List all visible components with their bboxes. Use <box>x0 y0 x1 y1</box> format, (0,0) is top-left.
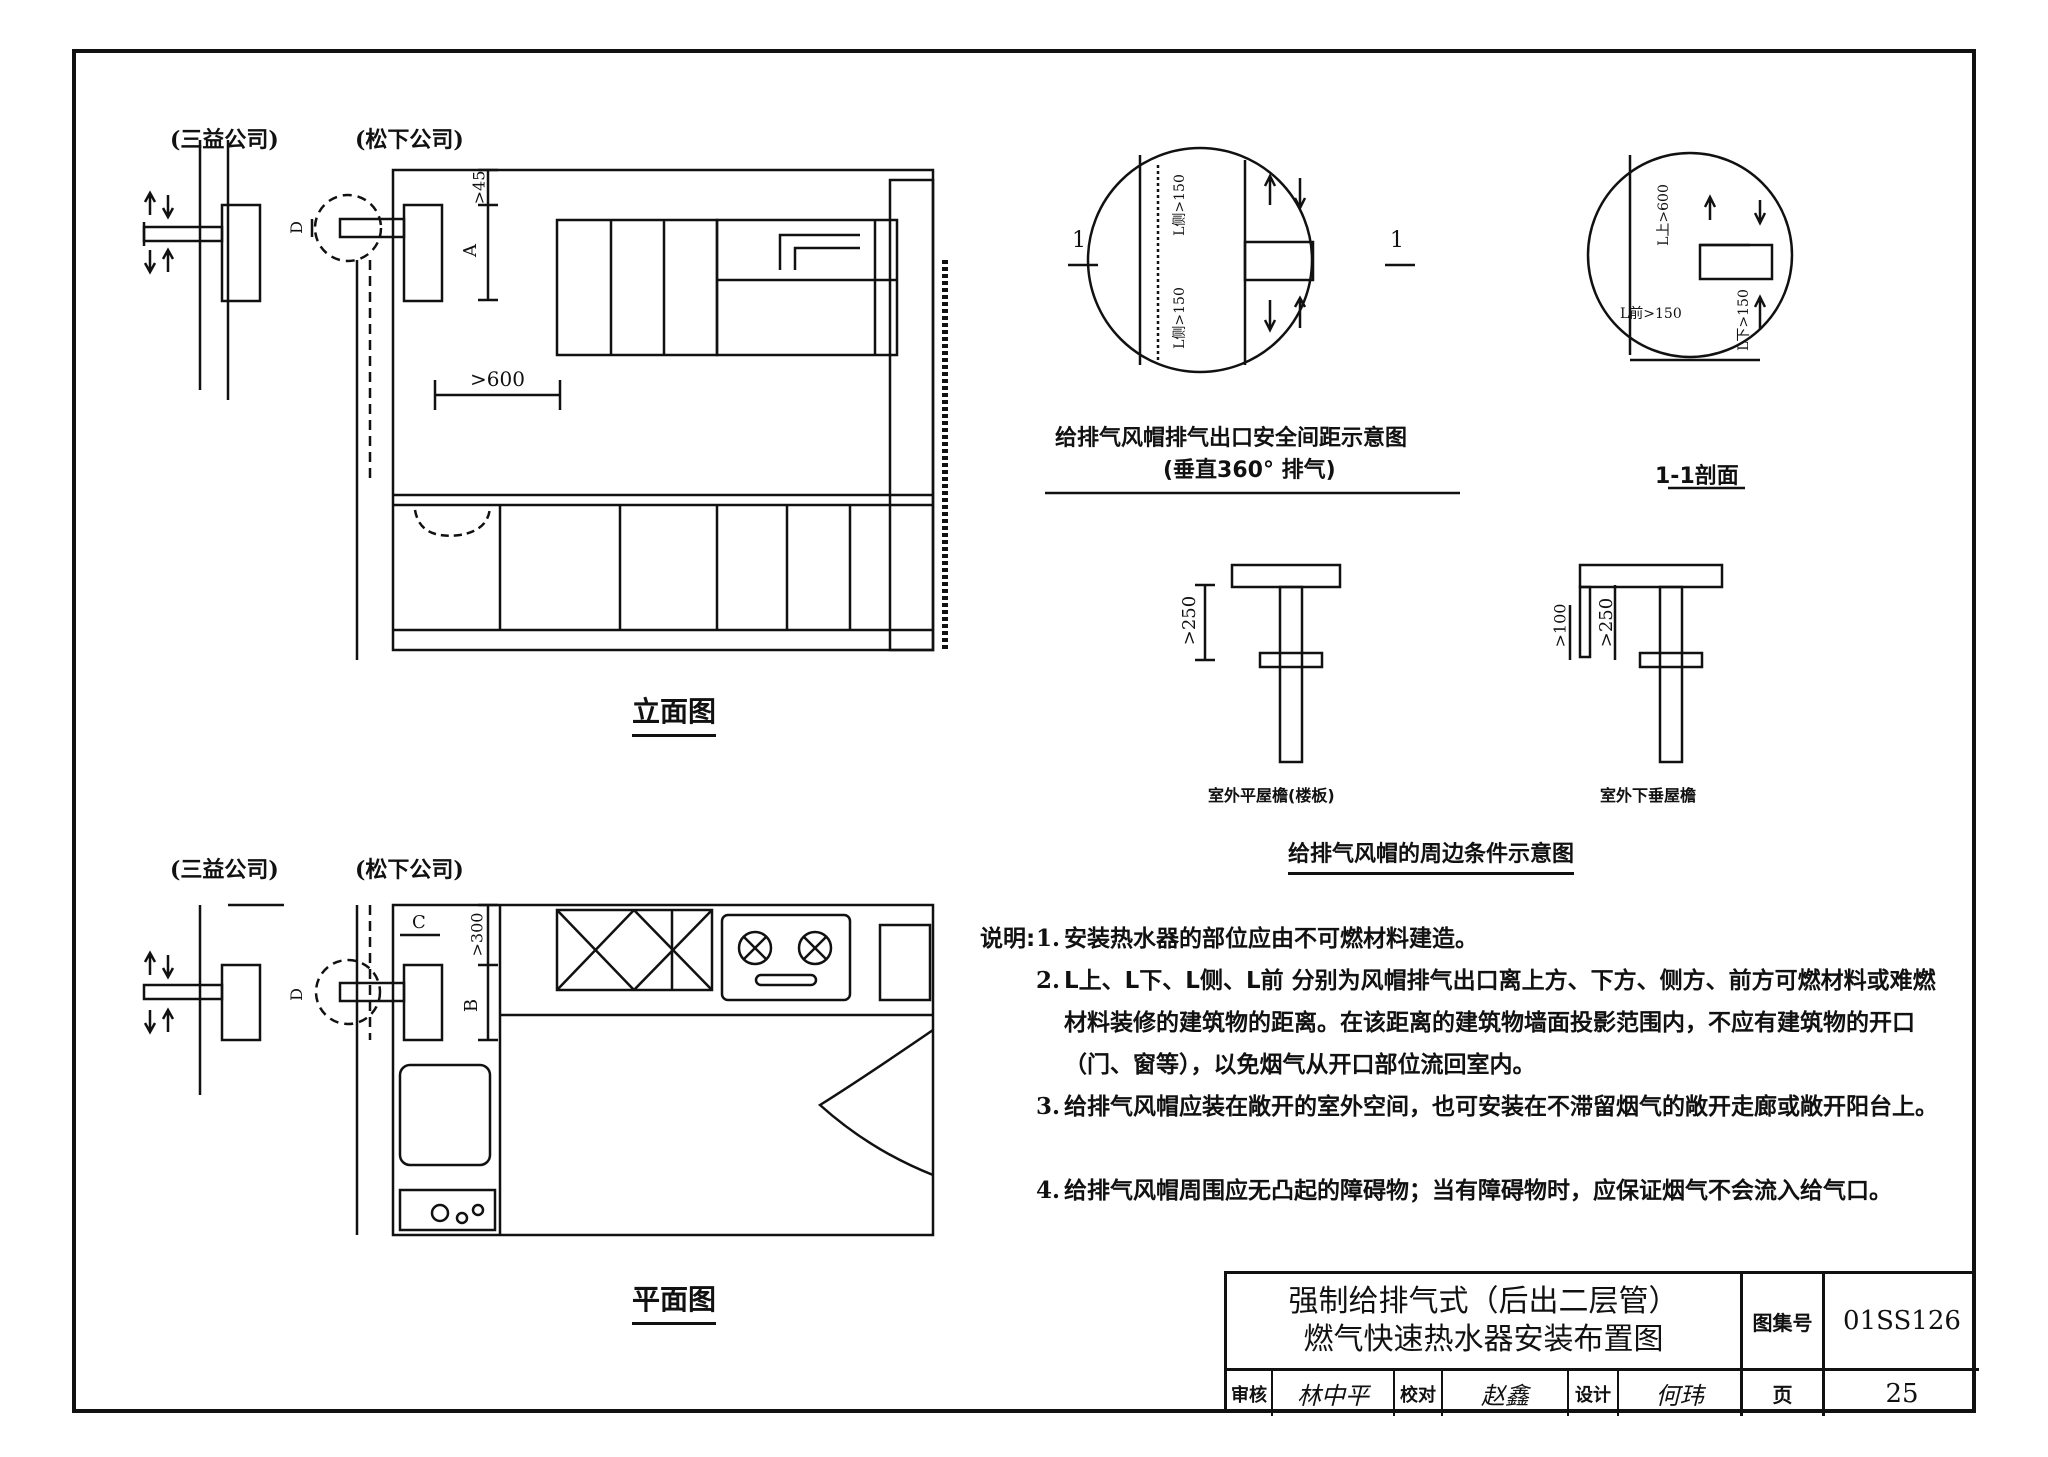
elevation-title: 立面图 <box>632 690 717 737</box>
section-vent-outlet <box>1698 243 1774 281</box>
panasonic-heater-unit <box>402 203 444 303</box>
note-item: 2. L上、L下、L侧、L前 分别为风帽排气出口离上方、下方、侧方、前方可燃材料… <box>1036 960 1944 1086</box>
drawing-frame <box>72 49 1976 1413</box>
design-label: 设计 <box>1569 1371 1619 1416</box>
notes-heading: 说明: <box>980 926 1036 952</box>
range-hood <box>715 218 899 357</box>
note-text: 安装热水器的部位应由不可燃材料建造。 <box>1064 926 1478 952</box>
drawing-title-line2: 燃气快速热水器安装布置图 <box>1303 1322 1664 1357</box>
drawing-title-cell: 强制给排气式（后出二层管） 燃气快速热水器安装布置图 <box>1227 1274 1743 1371</box>
review-signature: 林中平 <box>1273 1371 1395 1416</box>
safety-title-line1: 给排气风帽排气出口安全间距示意图 <box>1055 426 1408 451</box>
note-text: 给排气风帽周围应无凸起的障碍物；当有障碍物时，应保证烟气不会流入给气口。 <box>1064 1178 1892 1204</box>
note-number: 4. <box>1036 1177 1061 1204</box>
plan-brand-panasonic: (松下公司) <box>355 857 464 883</box>
design-signature: 何玮 <box>1619 1371 1743 1416</box>
atlas-label: 图集号 <box>1743 1274 1825 1371</box>
elevation-dim-600: >600 <box>470 367 525 391</box>
plan-cooktop <box>398 1188 497 1232</box>
elevation-brand-sanyi: (三益公司) <box>170 127 279 153</box>
flat-eave-caption: 室外平屋檐(楼板) <box>1208 786 1335 805</box>
plan-panasonic-heater <box>402 963 444 1042</box>
plan-brand-sanyi: (三益公司) <box>170 857 279 883</box>
section-mark-right: 1 <box>1390 228 1404 253</box>
hanging-eave-slab <box>1578 563 1724 589</box>
note-text: L上、L下、L侧、L前 分别为风帽排气出口离上方、下方、侧方、前方可燃材料或难燃… <box>1064 968 1936 1078</box>
check-label: 校对 <box>1395 1371 1443 1416</box>
section-mark-left: 1 <box>1072 228 1086 253</box>
vent-detail-circle <box>313 193 383 263</box>
flat-eave-dim: >250 <box>1179 595 1201 646</box>
safety-vent-outlet <box>1243 240 1315 282</box>
panasonic-vent-pipe <box>338 217 406 239</box>
plan-door-swing <box>817 1028 934 1177</box>
drawing-title-line1: 强制给排气式（后出二层管） <box>1288 1284 1679 1319</box>
section-detail-circle <box>1586 151 1794 359</box>
plan-dim-c: C <box>412 912 426 933</box>
section-title: 1-1剖面 <box>1655 464 1739 489</box>
plan-gas-stove <box>720 913 852 1002</box>
note-text: 给排气风帽应装在敞开的室外空间，也可安装在不滞留烟气的敞开走廊或敞开阳台上。 <box>1064 1094 1938 1120</box>
hanging-eave-caption: 室外下垂屋檐 <box>1600 786 1697 805</box>
note-item: 3. 给排气风帽应装在敞开的室外空间，也可安装在不滞留烟气的敞开走廊或敞开阳台上… <box>1036 1086 1944 1128</box>
title-block: 强制给排气式（后出二层管） 燃气快速热水器安装布置图 图集号 01SS126 审… <box>1224 1271 1979 1416</box>
safety-title-line2: (垂直360° 排气) <box>1163 458 1336 483</box>
note-item: 1. 安装热水器的部位应由不可燃材料建造。 <box>1036 918 1944 960</box>
sink-outline <box>413 504 492 537</box>
note-item: 4. 给排气风帽周围应无凸起的障碍物；当有障碍物时，应保证烟气不会流入给气口。 <box>1036 1170 1944 1212</box>
plan-sink <box>398 1063 492 1167</box>
hanging-eave-dim-inner: >100 <box>1550 603 1570 648</box>
check-signature: 赵鑫 <box>1443 1371 1569 1416</box>
elevation-brand-panasonic: (松下公司) <box>355 127 464 153</box>
page-number: 25 <box>1885 1378 1919 1409</box>
note-number: 3. <box>1036 1093 1061 1120</box>
atlas-number: 01SS126 <box>1825 1274 1979 1371</box>
section-dim-side: L前>150 <box>1620 306 1682 322</box>
sanyi-heater-unit <box>220 203 262 303</box>
eave-title: 给排气风帽的周边条件示意图 <box>1288 836 1575 875</box>
page-label: 页 <box>1743 1371 1825 1416</box>
hanging-eave-dim-outer: >250 <box>1596 597 1618 648</box>
plan-title: 平面图 <box>632 1278 717 1325</box>
review-label: 审核 <box>1227 1371 1273 1416</box>
flat-eave-slab <box>1230 563 1342 589</box>
note-number: 1. <box>1036 925 1061 952</box>
plan-sanyi-heater <box>220 963 262 1042</box>
note-number: 2. <box>1036 967 1061 994</box>
plan-kitchen-outline <box>391 903 935 1237</box>
plan-heater-box <box>878 923 932 1002</box>
